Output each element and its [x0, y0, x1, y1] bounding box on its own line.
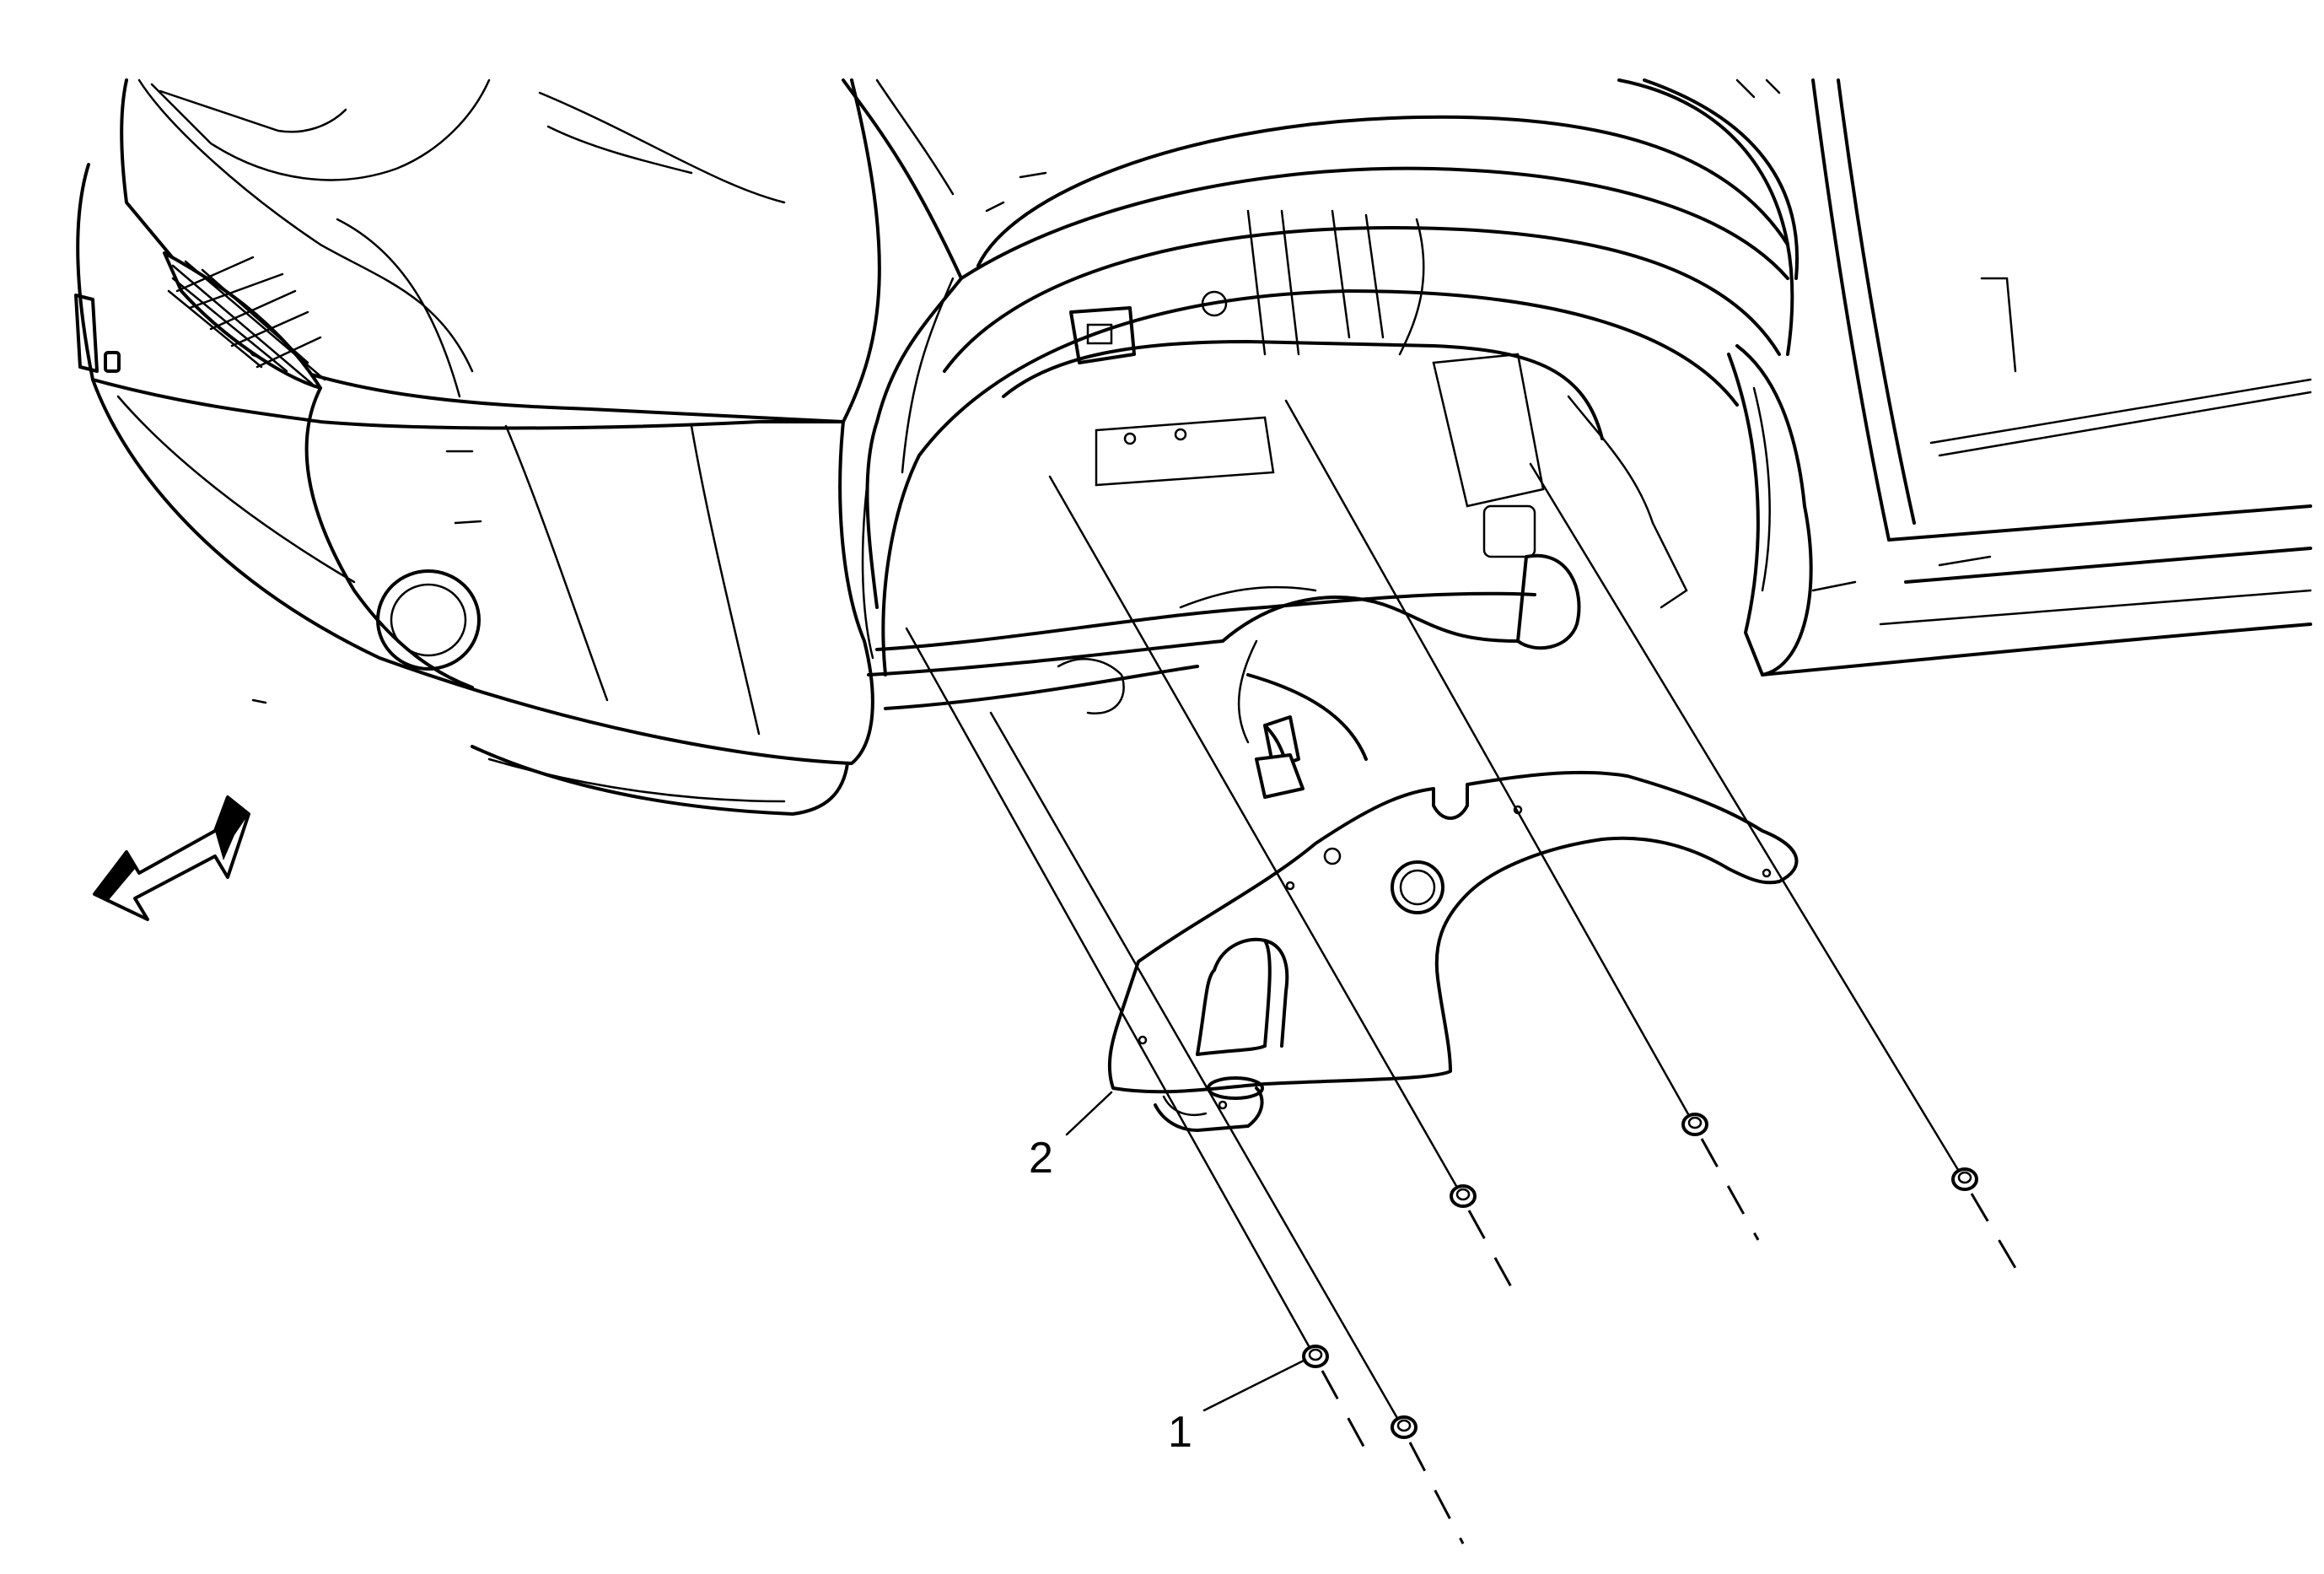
fastener-3 — [1450, 1184, 1477, 1208]
callout-2: 2 — [1029, 1091, 1113, 1183]
splash-shield — [1107, 770, 1799, 1132]
bracket-plate — [1069, 306, 1136, 364]
fastener-5 — [1951, 1167, 1978, 1191]
callout-1-label: 1 — [1168, 1408, 1192, 1457]
fastener-guide-lines — [905, 399, 2025, 1544]
engine-mount — [1516, 553, 1581, 650]
grille-mesh — [167, 256, 326, 385]
shield-grommet — [1391, 860, 1444, 914]
callout-1: 1 — [1168, 1358, 1307, 1457]
inner-wheelhouse-frame — [867, 209, 1688, 799]
front-bumper-fascia — [74, 78, 881, 816]
fastener-1 — [1302, 1345, 1329, 1368]
fender-wheel-arch — [842, 78, 1813, 676]
forward-direction-arrow-icon — [93, 795, 250, 921]
fog-lamp — [376, 569, 481, 671]
fastener-4 — [1681, 1113, 1708, 1136]
door-rocker-panel — [1761, 78, 2312, 676]
fastener-2 — [1391, 1415, 1418, 1439]
callout-2-label: 2 — [1029, 1134, 1053, 1183]
push-pin-fasteners — [1302, 1113, 1978, 1439]
